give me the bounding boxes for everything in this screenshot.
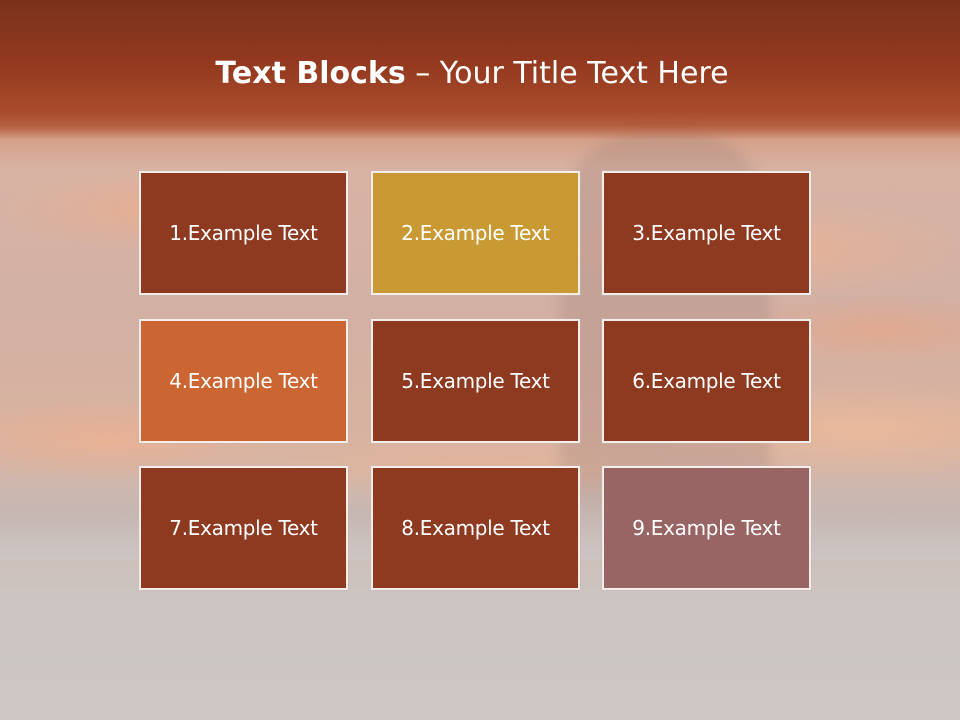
text-block-label: 8.Example Text <box>401 516 550 540</box>
text-block-label: 1.Example Text <box>169 221 318 245</box>
text-block-8[interactable]: 8.Example Text <box>371 466 580 590</box>
text-block-label: 5.Example Text <box>401 369 550 393</box>
text-block-4[interactable]: 4.Example Text <box>139 319 348 443</box>
text-block-label: 6.Example Text <box>632 369 781 393</box>
text-block-7[interactable]: 7.Example Text <box>139 466 348 590</box>
text-block-3[interactable]: 3.Example Text <box>602 171 811 295</box>
title-bold-part: Text Blocks <box>215 56 406 91</box>
header-band <box>0 0 960 140</box>
text-block-5[interactable]: 5.Example Text <box>371 319 580 443</box>
text-block-6[interactable]: 6.Example Text <box>602 319 811 443</box>
text-block-2[interactable]: 2.Example Text <box>371 171 580 295</box>
text-block-label: 7.Example Text <box>169 516 318 540</box>
text-block-1[interactable]: 1.Example Text <box>139 171 348 295</box>
text-block-label: 4.Example Text <box>169 369 318 393</box>
text-block-9[interactable]: 9.Example Text <box>602 466 811 590</box>
text-block-label: 2.Example Text <box>401 221 550 245</box>
slide-title[interactable]: Text Blocks – Your Title Text Here <box>0 54 944 94</box>
text-block-label: 3.Example Text <box>632 221 781 245</box>
text-block-grid: 1.Example Text 2.Example Text 3.Example … <box>139 171 815 594</box>
title-rest-part: – Your Title Text Here <box>405 56 729 91</box>
text-block-label: 9.Example Text <box>632 516 781 540</box>
